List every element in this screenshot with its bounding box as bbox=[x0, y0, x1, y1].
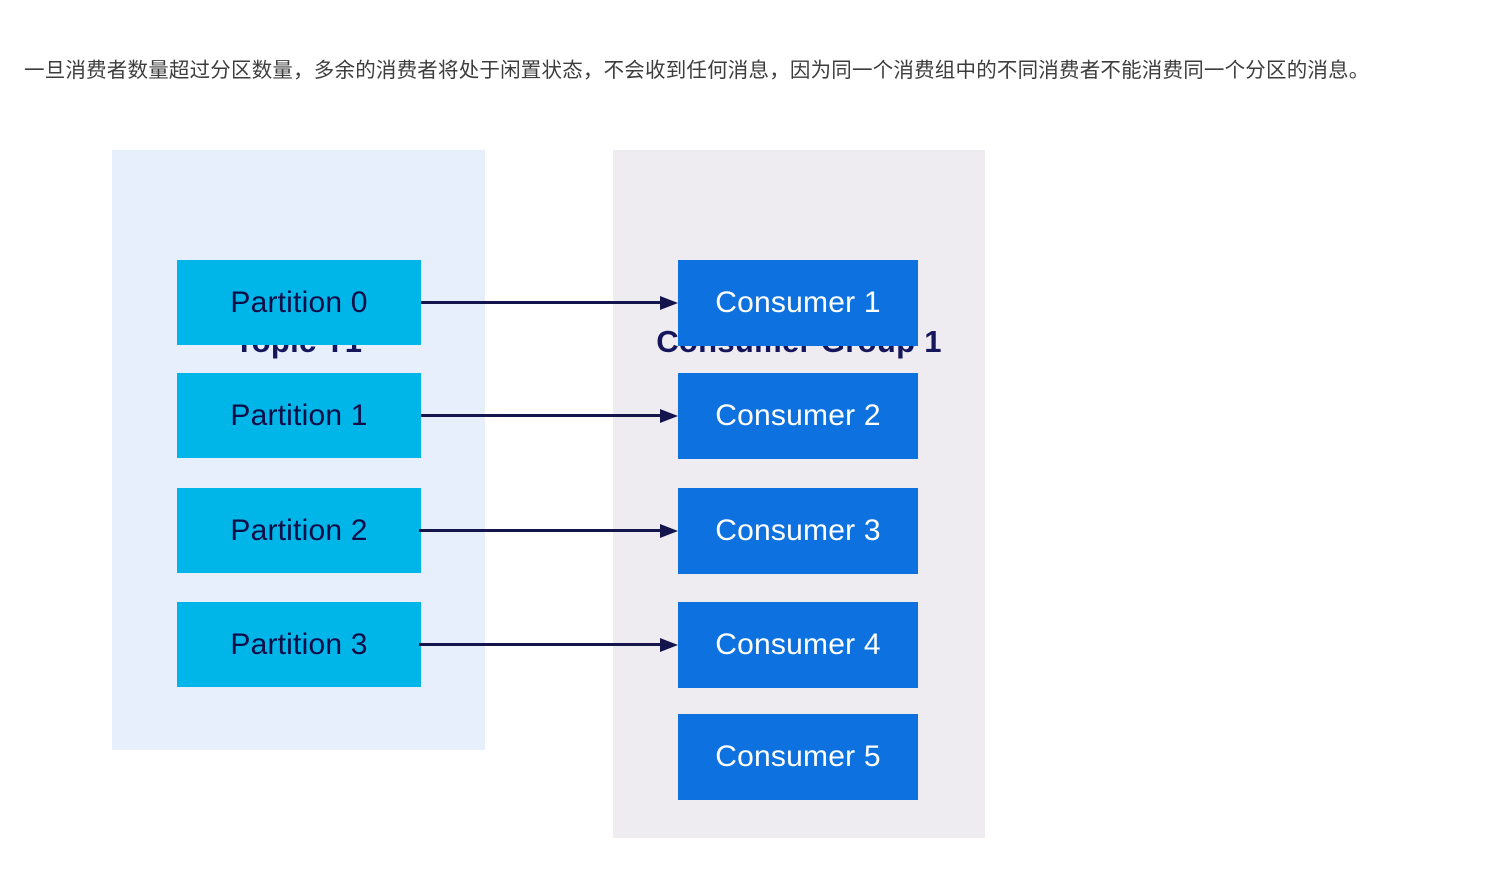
consumer-box-4[interactable]: Consumer 4 bbox=[678, 602, 918, 688]
partition-label-0: Partition 0 bbox=[230, 285, 368, 319]
consumer-label-5: Consumer 5 bbox=[715, 740, 881, 773]
arrow-partition3-to-consumer4 bbox=[419, 638, 678, 652]
consumer-label-1: Consumer 1 bbox=[715, 286, 881, 319]
topic-panel-title: Topic T1 bbox=[234, 324, 363, 359]
arrow-partition1-to-consumer2 bbox=[421, 409, 678, 423]
consumer-box-3[interactable]: Consumer 3 bbox=[678, 488, 918, 574]
partition-label-1: Partition 1 bbox=[230, 398, 368, 432]
consumer-group-panel-title: Consumer Group 1 bbox=[656, 324, 942, 359]
partition-label-2: Partition 2 bbox=[230, 513, 368, 547]
partition-label-3: Partition 3 bbox=[230, 627, 368, 661]
consumer-group-panel: Consumer Group 1 bbox=[613, 150, 985, 838]
partition-box-3[interactable]: Partition 3 bbox=[177, 602, 421, 687]
arrow-partition2-to-consumer3 bbox=[419, 524, 678, 538]
topic-panel: Topic T1 bbox=[112, 150, 485, 750]
consumer-box-2[interactable]: Consumer 2 bbox=[678, 373, 918, 459]
partition-box-1[interactable]: Partition 1 bbox=[177, 373, 421, 458]
consumer-label-4: Consumer 4 bbox=[715, 628, 881, 661]
consumer-label-2: Consumer 2 bbox=[715, 399, 881, 432]
arrow-partition0-to-consumer1 bbox=[421, 296, 678, 310]
partition-box-0[interactable]: Partition 0 bbox=[177, 260, 421, 345]
consumer-box-1[interactable]: Consumer 1 bbox=[678, 260, 918, 346]
partition-box-2[interactable]: Partition 2 bbox=[177, 488, 421, 573]
consumer-label-3: Consumer 3 bbox=[715, 514, 881, 547]
consumer-box-5[interactable]: Consumer 5 bbox=[678, 714, 918, 800]
intro-paragraph: 一旦消费者数量超过分区数量，多余的消费者将处于闲置状态，不会收到任何消息，因为同… bbox=[24, 58, 1370, 82]
